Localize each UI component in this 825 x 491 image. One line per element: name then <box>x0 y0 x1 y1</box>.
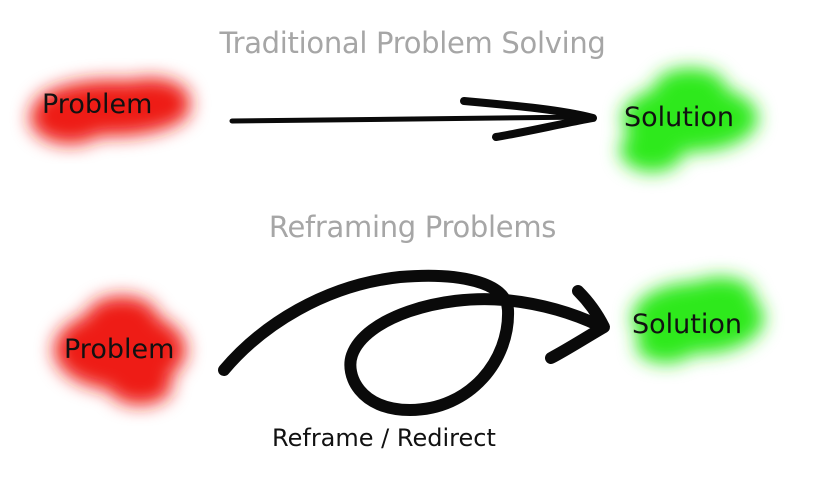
straight-arrow <box>229 97 597 141</box>
loop-arrow <box>218 269 610 416</box>
problem-label-bottom: Problem <box>64 334 175 365</box>
solution-label-bottom: Solution <box>632 309 742 340</box>
loop-arrow-head <box>545 285 610 364</box>
problem-blob-bottom <box>54 296 186 405</box>
heading-reframing: Reframing Problems <box>268 210 557 244</box>
heading-traditional: Traditional Problem Solving <box>219 26 606 60</box>
problem-label-top: Problem <box>42 89 153 120</box>
straight-arrow-head <box>460 97 597 141</box>
solution-blob-top <box>620 68 758 172</box>
straight-arrow-shaft <box>229 114 593 124</box>
loop-arrow-path <box>218 269 606 416</box>
problem-blob-top <box>30 78 190 144</box>
reframe-redirect-label: Reframe / Redirect <box>272 424 496 452</box>
solution-blob-bottom <box>632 277 764 363</box>
solution-label-top: Solution <box>624 102 734 133</box>
